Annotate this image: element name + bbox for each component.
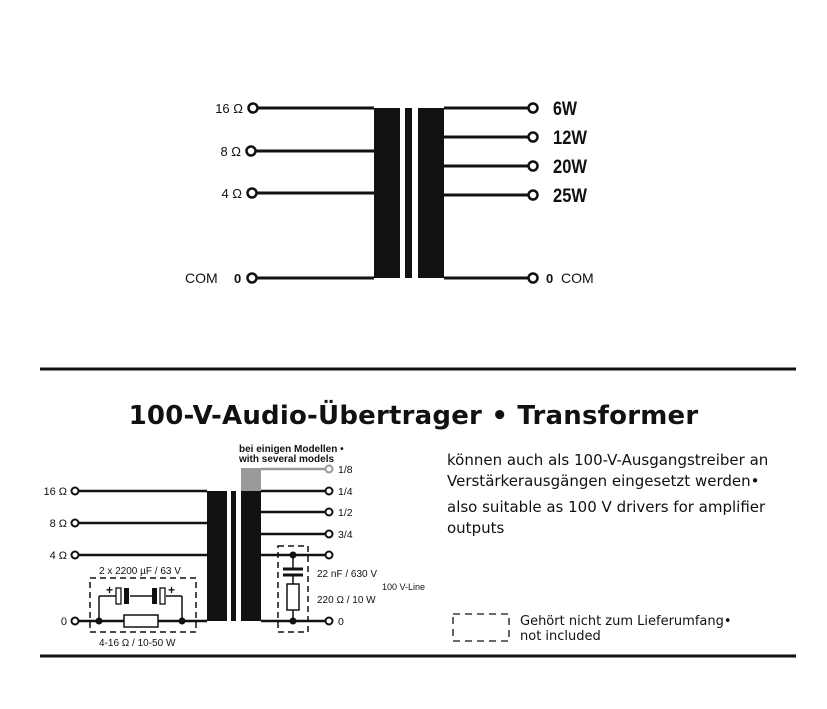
bottom-transformer-diagram bbox=[70, 464, 510, 642]
rc-junction-dot-bottom bbox=[289, 617, 297, 625]
capacitor-1-plate-icon bbox=[124, 588, 129, 604]
resistor-spec: 4-16 Ω / 10-50 W bbox=[99, 638, 176, 649]
top-terminal-com-left bbox=[246, 272, 258, 284]
bottom-label-16ohm: 16 Ω bbox=[43, 486, 67, 498]
legend-text-english: not included bbox=[520, 629, 601, 644]
top-label-4ohm: 4 Ω bbox=[221, 186, 242, 201]
top-terminal-6w bbox=[527, 102, 539, 114]
top-label-com-left: COM bbox=[185, 270, 218, 286]
top-label-zero-left: 0 bbox=[234, 271, 241, 286]
bottom-label-0-right: 0 bbox=[338, 616, 344, 628]
top-terminal-12w bbox=[527, 131, 539, 143]
bottom-note-en: with several models bbox=[238, 454, 334, 465]
bottom-terminal-1-4 bbox=[324, 486, 334, 496]
top-label-20w: 20W bbox=[553, 157, 587, 178]
legend-text: Gehört nicht zum Lieferumfang• not inclu… bbox=[520, 614, 732, 644]
top-terminal-20w bbox=[527, 160, 539, 172]
rc-resistor-spec: 220 Ω / 10 W bbox=[317, 595, 376, 606]
bottom-note-de: bei einigen Modellen • bbox=[239, 444, 344, 455]
line-voltage-label: 100 V-Line bbox=[382, 582, 425, 592]
bottom-optional-winding bbox=[241, 468, 261, 491]
top-core-bar bbox=[405, 108, 412, 278]
top-transformer-diagram bbox=[245, 102, 539, 284]
bottom-label-0-left: 0 bbox=[61, 616, 67, 628]
top-label-12w: 12W bbox=[553, 128, 587, 149]
legend-dashed-box bbox=[452, 613, 510, 642]
top-label-6w: 6W bbox=[553, 99, 577, 120]
bottom-terminal-0-right bbox=[324, 616, 334, 626]
capacitor-1-plus: + bbox=[106, 583, 113, 597]
bottom-right-dashed-box bbox=[277, 545, 309, 633]
capacitor-2-icon bbox=[159, 587, 166, 605]
bottom-terminal-8ohm bbox=[70, 518, 80, 528]
description-german: können auch als 100-V-Ausgangstreiber an… bbox=[447, 451, 769, 490]
legend-text-german: Gehört nicht zum Lieferumfang• bbox=[520, 614, 732, 629]
bottom-left-dashed-box bbox=[89, 577, 197, 633]
bottom-label-1-2: 1/2 bbox=[338, 507, 353, 519]
rc-resistor-icon bbox=[286, 583, 300, 611]
rc-junction-dot-top bbox=[289, 551, 297, 559]
capacitor-2-plate-icon bbox=[152, 588, 157, 604]
bottom-terminal-1-2 bbox=[324, 507, 334, 517]
top-label-com-right: COM bbox=[561, 270, 594, 286]
junction-dot-2 bbox=[178, 617, 186, 625]
description-english: also suitable as 100 V drivers for ampli… bbox=[447, 498, 766, 537]
bottom-terminal-16ohm bbox=[70, 486, 80, 496]
bottom-terminal-3-4 bbox=[324, 529, 334, 539]
section-title: 100-V-Audio-Übertrager • Transformer bbox=[128, 401, 699, 431]
top-label-25w: 25W bbox=[553, 186, 587, 207]
bottom-terminal-full bbox=[324, 550, 334, 560]
bottom-label-1-4: 1/4 bbox=[338, 486, 353, 498]
bottom-label-4ohm: 4 Ω bbox=[50, 550, 67, 562]
top-label-8ohm: 8 Ω bbox=[220, 144, 241, 159]
capacitor-1-icon bbox=[115, 587, 122, 605]
resistor-icon bbox=[123, 614, 159, 628]
rc-capacitor-spec: 22 nF / 630 V bbox=[317, 569, 377, 580]
bottom-terminal-1-8 bbox=[324, 464, 334, 474]
bottom-core-bar bbox=[231, 491, 236, 621]
bottom-primary-winding bbox=[207, 491, 227, 621]
bottom-label-8ohm: 8 Ω bbox=[50, 518, 67, 530]
bottom-terminal-0-left bbox=[70, 616, 80, 626]
bottom-terminal-4ohm bbox=[70, 550, 80, 560]
top-primary-winding bbox=[374, 108, 400, 278]
capacitor-spec: 2 x 2200 µF / 63 V bbox=[99, 566, 181, 577]
bottom-label-3-4: 3/4 bbox=[338, 529, 353, 541]
top-terminal-8ohm bbox=[245, 145, 257, 157]
top-secondary-winding bbox=[418, 108, 444, 278]
capacitor-2-plus: + bbox=[168, 583, 175, 597]
top-terminal-25w bbox=[527, 189, 539, 201]
top-terminal-4ohm bbox=[246, 187, 258, 199]
junction-dot-1 bbox=[95, 617, 103, 625]
top-terminal-com-right bbox=[527, 272, 539, 284]
top-label-zero-right: 0 bbox=[546, 271, 553, 286]
top-label-16ohm: 16 Ω bbox=[215, 101, 243, 116]
bottom-label-1-8: 1/8 bbox=[338, 464, 353, 476]
bottom-secondary-winding bbox=[241, 491, 261, 621]
top-terminal-16ohm bbox=[247, 102, 259, 114]
